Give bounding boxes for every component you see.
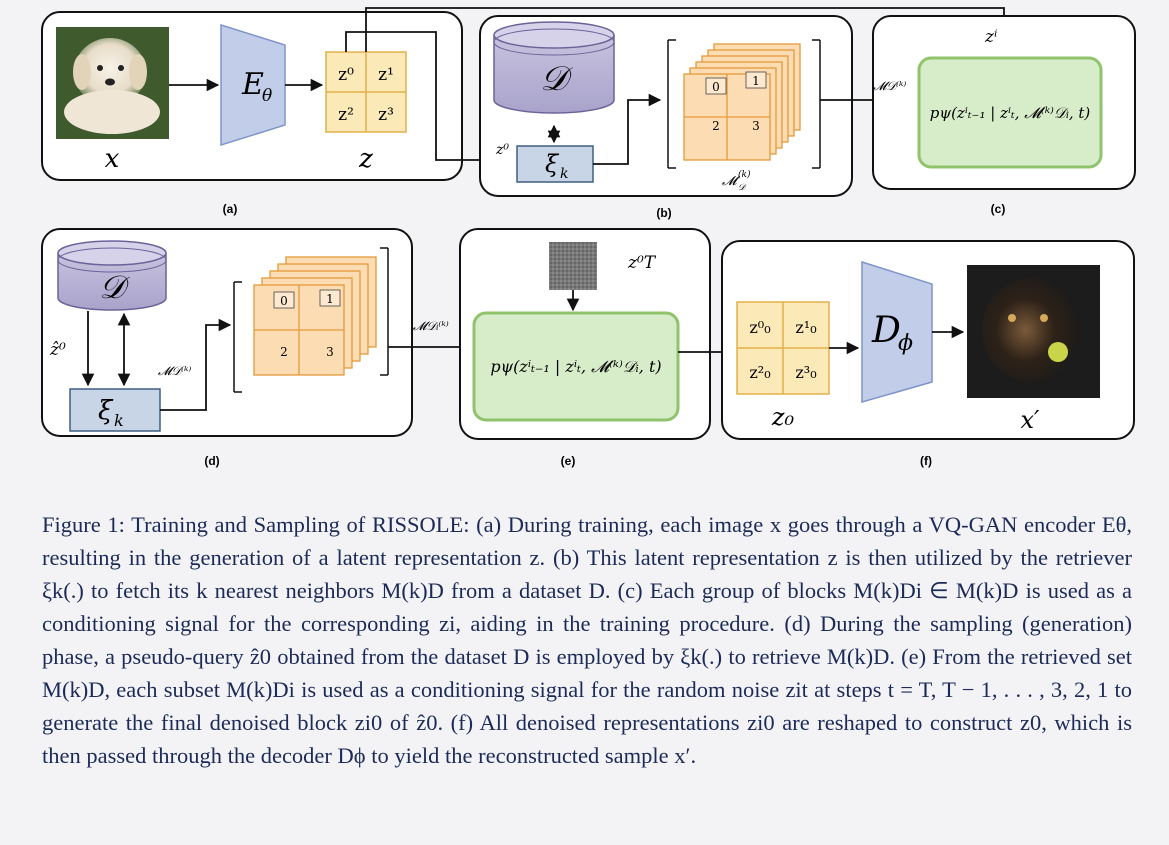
svg-text:z³₀: z³₀ (795, 363, 816, 382)
svg-text:1: 1 (752, 74, 760, 88)
memory-stack-b: 0 1 2 3 (667, 39, 821, 169)
memory-label-d: 𝓜𝒟⁽ᵏ⁾ (158, 364, 191, 378)
panel-e: z⁰T pψ(zⁱₜ₋₁ | zⁱₜ, 𝓜⁽ᵏ⁾𝒟ᵢ, t) (e) (459, 228, 711, 468)
svg-text:3: 3 (326, 345, 334, 359)
noise-label: z⁰T (627, 253, 657, 273)
panel-a: x E θ z⁰ z¹ z² z³ z (a) (41, 11, 463, 216)
input-image-x (56, 27, 169, 139)
svg-text:z⁰: z⁰ (338, 65, 354, 85)
svg-text:z³: z³ (378, 105, 394, 125)
retriever-b: ξ k (516, 145, 594, 183)
svg-text:2: 2 (712, 119, 720, 133)
pseudo-query-label: ẑ⁰ (49, 340, 66, 360)
panel-b: 𝒟 ξ k z⁰ 0 1 2 (479, 15, 853, 220)
latent-grid-z: z⁰ z¹ z² z³ (325, 51, 407, 133)
svg-text:ξ: ξ (98, 396, 114, 426)
retriever-input-label: z⁰ (495, 142, 509, 158)
svg-text:2: 2 (280, 345, 288, 359)
image-label-xprime: x′ (1021, 406, 1041, 434)
svg-text:3: 3 (752, 119, 760, 133)
panel-label-b: (b) (656, 206, 671, 220)
svg-text:θ: θ (262, 86, 272, 106)
svg-text:z¹₀: z¹₀ (795, 318, 816, 337)
panel-d: 𝒟 ẑ⁰ ξ k 𝓜𝒟⁽ᵏ⁾ 0 1 (41, 228, 413, 468)
c-memory-label: 𝓜𝒟⁽ᵏ⁾ (873, 79, 906, 93)
panel-c: zⁱ 𝓜𝒟⁽ᵏ⁾ pψ(zⁱₜ₋₁ | zⁱₜ, 𝓜⁽ᵏ⁾𝒟ᵢ, t) (c) (872, 15, 1136, 216)
svg-text:pψ(zⁱₜ₋₁ | zⁱₜ, 𝓜⁽ᵏ⁾𝒟ᵢ, t): pψ(zⁱₜ₋₁ | zⁱₜ, 𝓜⁽ᵏ⁾𝒟ᵢ, t) (490, 357, 661, 376)
svg-text:D: D (871, 310, 901, 351)
panel-f: z⁰₀ z¹₀ z²₀ z³₀ z₀ D ϕ x′ (f) (721, 240, 1135, 468)
panel-label-a: (a) (223, 202, 238, 216)
figure-caption: Figure 1: Training and Sampling of RISSO… (42, 512, 1132, 768)
figure-diagram: x E θ z⁰ z¹ z² z³ z (a) 𝒟 (41, 7, 1136, 468)
memory-out-label-d: 𝓜𝒟ᵢ⁽ᵏ⁾ (413, 319, 449, 333)
panel-label-e: (e) (561, 454, 576, 468)
svg-text:𝒟: 𝒟 (738, 183, 747, 193)
denoiser-model-c: pψ(zⁱₜ₋₁ | zⁱₜ, 𝓜⁽ᵏ⁾𝒟ᵢ, t) (917, 56, 1103, 169)
memory-label-b: 𝓜 (722, 174, 741, 189)
svg-text:z¹: z¹ (378, 65, 394, 85)
noise-image (549, 242, 597, 290)
latent-grid-z0: z⁰₀ z¹₀ z²₀ z³₀ (736, 301, 830, 395)
decoder-block: D ϕ (861, 260, 933, 403)
retriever-d: ξ k (69, 388, 161, 432)
memory-stack-d: 0 1 2 3 (233, 247, 389, 393)
svg-text:1: 1 (326, 292, 334, 306)
svg-text:z²₀: z²₀ (749, 363, 770, 382)
image-label-x: x (105, 144, 120, 174)
svg-text:ϕ: ϕ (898, 331, 913, 356)
svg-text:(k): (k) (738, 169, 751, 180)
svg-text:pψ(zⁱₜ₋₁ | zⁱₜ, 𝓜⁽ᵏ⁾𝒟ᵢ, t): pψ(zⁱₜ₋₁ | zⁱₜ, 𝓜⁽ᵏ⁾𝒟ᵢ, t) (930, 104, 1091, 122)
svg-text:k: k (560, 166, 568, 182)
encoder-block: E θ (220, 23, 286, 147)
svg-text:k: k (114, 411, 124, 430)
latent-label-z0: z₀ (771, 403, 795, 431)
output-image-xprime (967, 265, 1100, 398)
database-d: 𝒟 (57, 240, 167, 311)
database-b: 𝒟 (493, 21, 615, 114)
c-top-label: zⁱ (984, 27, 997, 47)
svg-text:z²: z² (338, 105, 354, 125)
panel-label-d: (d) (204, 454, 219, 468)
svg-text:z⁰₀: z⁰₀ (749, 318, 770, 337)
svg-text:E: E (241, 67, 264, 102)
panel-label-f: (f) (920, 454, 932, 468)
denoiser-model-e: pψ(zⁱₜ₋₁ | zⁱₜ, 𝓜⁽ᵏ⁾𝒟ᵢ, t) (472, 311, 680, 422)
svg-text:0: 0 (280, 294, 288, 308)
svg-text:0: 0 (712, 80, 720, 94)
svg-text:ξ: ξ (545, 150, 560, 178)
latent-label-z: z (358, 144, 373, 174)
panel-label-c: (c) (991, 202, 1006, 216)
